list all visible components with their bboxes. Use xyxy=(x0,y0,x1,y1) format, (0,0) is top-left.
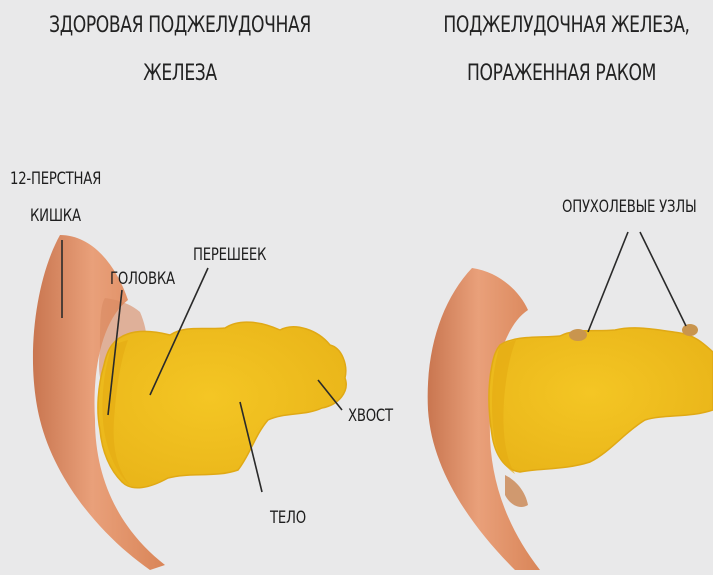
left-title-line-2: ЖЕЛЕЗА xyxy=(40,58,321,90)
label-head: ГОЛОВКА xyxy=(110,268,175,290)
label-duodenum-line-2: КИШКА xyxy=(30,205,81,227)
label-neck: ПЕРЕШЕЕК xyxy=(193,244,266,266)
right-pancreas xyxy=(489,324,713,474)
label-body: ТЕЛО xyxy=(270,507,306,529)
label-tumor-nodes: ОПУХОЛЕВЫЕ УЗЛЫ xyxy=(562,196,697,218)
leader-tumor-1 xyxy=(588,232,628,332)
tumor-node-2 xyxy=(682,324,698,336)
right-title-line-1: ПОДЖЕЛУДОЧНАЯ ЖЕЛЕЗА, xyxy=(443,10,679,42)
label-tail: ХВОСТ xyxy=(348,405,393,427)
tumor-node-1 xyxy=(569,329,587,341)
left-title-line-1: ЗДОРОВАЯ ПОДЖЕЛУДОЧНАЯ xyxy=(40,10,321,42)
leader-tumor-2 xyxy=(640,232,686,326)
left-pancreas xyxy=(98,322,346,488)
right-title-line-2: ПОРАЖЕННАЯ РАКОМ xyxy=(443,58,679,90)
label-duodenum-line-1: 12-ПЕРСТНАЯ xyxy=(10,168,101,190)
